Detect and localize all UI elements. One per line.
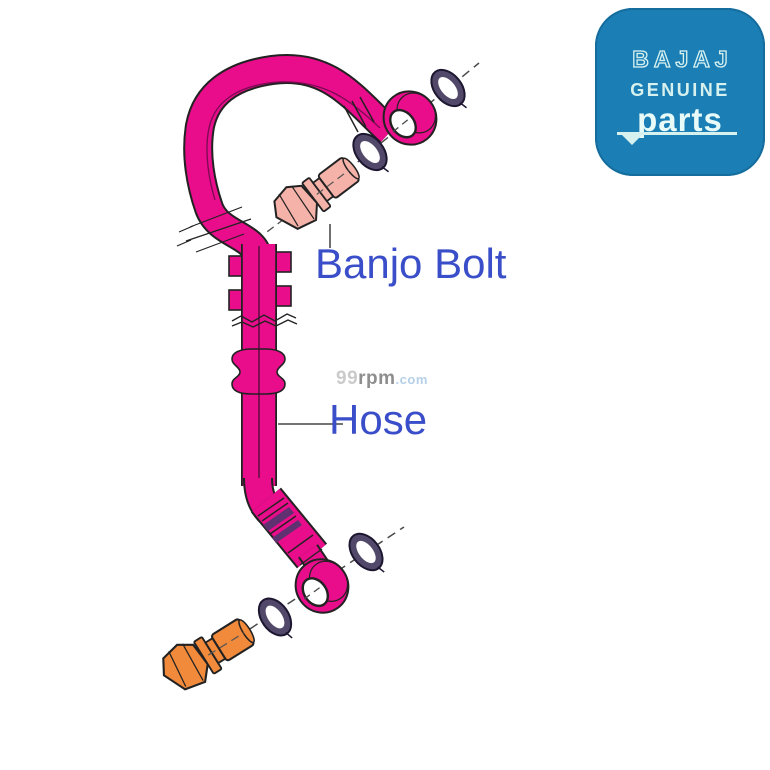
sealing-washer-icon (348, 532, 385, 573)
hose-wrap-marks (231, 313, 298, 328)
hose-collar-rings (343, 96, 375, 133)
hose-arch-seam (206, 81, 381, 201)
logo-underline (617, 132, 737, 135)
watermark-com: .com (395, 372, 428, 387)
watermark-99: 99 (336, 368, 359, 389)
hose-mounting-tabs (228, 251, 292, 311)
upper-banjo-eye-fitting (382, 90, 438, 146)
brake-hose-drawing (176, 53, 438, 614)
logo-brand-text: BAJAJ (632, 45, 733, 72)
banjo-bolt-label: Banjo Bolt (315, 240, 507, 287)
watermark: 99rpm.com (336, 368, 428, 390)
watermark-rpm: rpm (358, 368, 396, 389)
bajaj-logo-badge: BAJAJ GENUINE parts (595, 8, 765, 176)
sealing-washer-icon (430, 68, 467, 109)
logo-genuine-text: GENUINE (630, 80, 730, 100)
sealing-washer-icon (352, 132, 389, 173)
sleeve-bands (257, 497, 314, 554)
sealing-washer-icon (257, 597, 293, 639)
upper-assembly-centerline (287, 62, 480, 220)
banjo-bolt-lower-drawing (162, 618, 255, 691)
logo-parts-text: parts (637, 101, 723, 138)
banjo-bolt-upper-drawing (266, 157, 360, 233)
lower-banjo-eye-fitting (294, 558, 350, 614)
logo-arrow-down-icon (622, 135, 642, 145)
hose-hatch-marks (176, 206, 252, 253)
hose-label: Hose (329, 396, 428, 443)
